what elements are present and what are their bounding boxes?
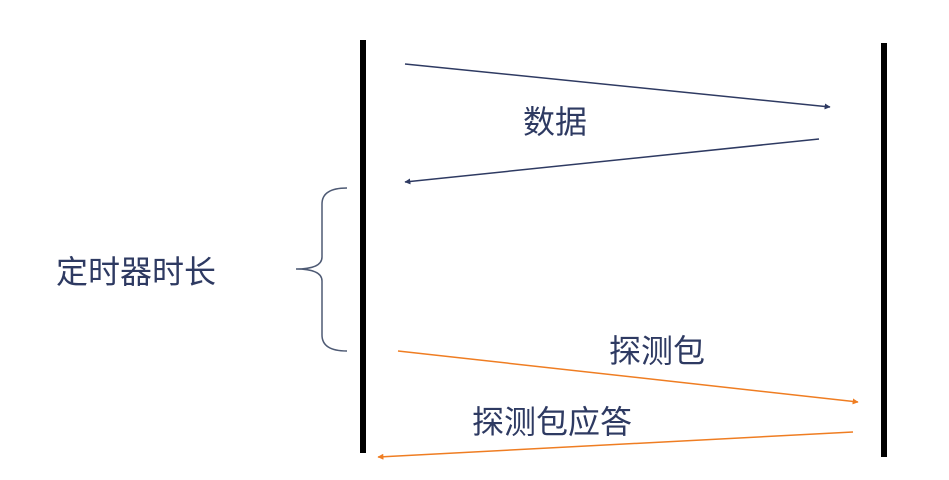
probe-label: 探测包: [609, 332, 706, 370]
data-label: 数据: [523, 103, 588, 141]
data-arrow-return: [404, 138, 820, 185]
data-arrow-forward: [404, 63, 831, 110]
probe-ack-arrow: [377, 431, 854, 460]
probe-arrow: [397, 350, 859, 405]
timer-brace: [295, 187, 348, 352]
probe-ack-label: 探测包应答: [472, 403, 633, 441]
timer-duration-label: 定时器时长: [56, 253, 217, 291]
